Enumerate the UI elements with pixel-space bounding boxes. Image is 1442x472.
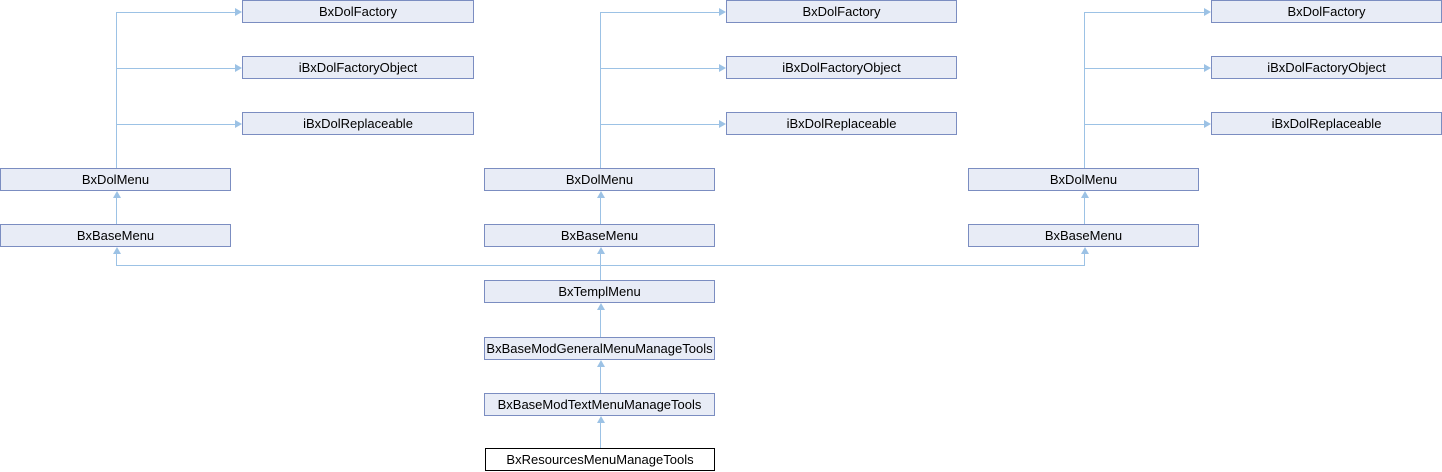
class-node-ibxdolreplaceable[interactable]: iBxDolReplaceable — [242, 112, 474, 135]
edge-line — [600, 310, 601, 337]
class-node-bxtemplmenu[interactable]: BxTemplMenu — [484, 280, 715, 303]
arrow-up-icon — [597, 360, 605, 367]
arrow-right-icon — [235, 120, 242, 128]
class-node-label: BxDolMenu — [81, 172, 150, 187]
edge-line — [116, 68, 235, 69]
class-node-ibxdolfactoryobject[interactable]: iBxDolFactoryObject — [1211, 56, 1442, 79]
class-node-bxdolmenu[interactable]: BxDolMenu — [968, 168, 1199, 191]
arrow-right-icon — [719, 120, 726, 128]
class-node-label: iBxDolReplaceable — [786, 116, 897, 131]
class-node-ibxdolfactoryobject[interactable]: iBxDolFactoryObject — [242, 56, 474, 79]
class-node-bxbasemenu[interactable]: BxBaseMenu — [0, 224, 231, 247]
edge-line — [116, 198, 117, 224]
class-node-bxdolfactory[interactable]: BxDolFactory — [1211, 0, 1442, 23]
class-node-label: BxResourcesMenuManageTools — [506, 452, 694, 467]
arrow-up-icon — [113, 247, 121, 254]
edge-line — [600, 198, 601, 224]
arrow-right-icon — [235, 64, 242, 72]
class-node-bxdolmenu[interactable]: BxDolMenu — [484, 168, 715, 191]
arrow-right-icon — [1204, 8, 1211, 16]
class-node-label: BxBaseMenu — [76, 228, 155, 243]
edge-line — [1084, 254, 1085, 266]
arrow-up-icon — [597, 191, 605, 198]
class-node-label: BxDolFactory — [1287, 4, 1366, 19]
arrow-right-icon — [235, 8, 242, 16]
arrow-right-icon — [1204, 120, 1211, 128]
edge-line — [1084, 12, 1085, 168]
arrow-up-icon — [113, 191, 121, 198]
edge-line — [116, 124, 235, 125]
class-node-bxbasemodtextmenumanagetools[interactable]: BxBaseModTextMenuManageTools — [484, 393, 715, 416]
class-node-bxdolmenu[interactable]: BxDolMenu — [0, 168, 231, 191]
edge-line — [1084, 12, 1204, 13]
class-node-bxbasemenu[interactable]: BxBaseMenu — [484, 224, 715, 247]
edge-line — [600, 124, 719, 125]
edge-line — [1084, 68, 1204, 69]
edge-line — [600, 12, 719, 13]
edge-line — [116, 12, 117, 168]
class-node-label: iBxDolFactoryObject — [298, 60, 418, 75]
edge-line — [600, 423, 601, 448]
arrow-up-icon — [597, 247, 605, 254]
class-node-label: BxDolMenu — [1049, 172, 1118, 187]
edge-line — [600, 12, 601, 168]
class-node-label: BxTemplMenu — [558, 284, 641, 299]
arrow-up-icon — [597, 416, 605, 423]
class-node-bxbasemenu[interactable]: BxBaseMenu — [968, 224, 1199, 247]
class-node-ibxdolfactoryobject[interactable]: iBxDolFactoryObject — [726, 56, 957, 79]
class-node-ibxdolreplaceable[interactable]: iBxDolReplaceable — [726, 112, 957, 135]
class-node-label: BxBaseModTextMenuManageTools — [497, 397, 702, 412]
arrow-up-icon — [1081, 191, 1089, 198]
edge-line — [116, 12, 235, 13]
arrow-right-icon — [719, 8, 726, 16]
class-node-label: BxDolMenu — [565, 172, 634, 187]
edge-line — [116, 254, 117, 266]
edge-line — [600, 254, 601, 280]
arrow-up-icon — [1081, 247, 1089, 254]
class-node-label: iBxDolFactoryObject — [1267, 60, 1386, 75]
class-node-label: BxBaseMenu — [1044, 228, 1123, 243]
edge-line — [600, 68, 719, 69]
arrow-right-icon — [719, 64, 726, 72]
class-node-bxbasemodgeneralmenumanagetools[interactable]: BxBaseModGeneralMenuManageTools — [484, 337, 715, 360]
class-node-label: BxBaseMenu — [560, 228, 639, 243]
class-node-bxdolfactory[interactable]: BxDolFactory — [726, 0, 957, 23]
class-node-label: BxDolFactory — [802, 4, 881, 19]
class-node-label: iBxDolReplaceable — [303, 116, 413, 131]
class-node-label: iBxDolFactoryObject — [782, 60, 901, 75]
edge-line — [1084, 198, 1085, 224]
class-node-label: iBxDolReplaceable — [1271, 116, 1382, 131]
class-node-label: BxDolFactory — [318, 4, 398, 19]
arrow-up-icon — [597, 303, 605, 310]
class-node-ibxdolreplaceable[interactable]: iBxDolReplaceable — [1211, 112, 1442, 135]
class-node-bxdolfactory[interactable]: BxDolFactory — [242, 0, 474, 23]
edge-line — [116, 265, 1085, 266]
arrow-right-icon — [1204, 64, 1211, 72]
edge-line — [1084, 124, 1204, 125]
class-node-bxresourcesmenumanagetools: BxResourcesMenuManageTools — [485, 448, 715, 471]
class-node-label: BxBaseModGeneralMenuManageTools — [486, 341, 713, 356]
edge-line — [600, 367, 601, 393]
